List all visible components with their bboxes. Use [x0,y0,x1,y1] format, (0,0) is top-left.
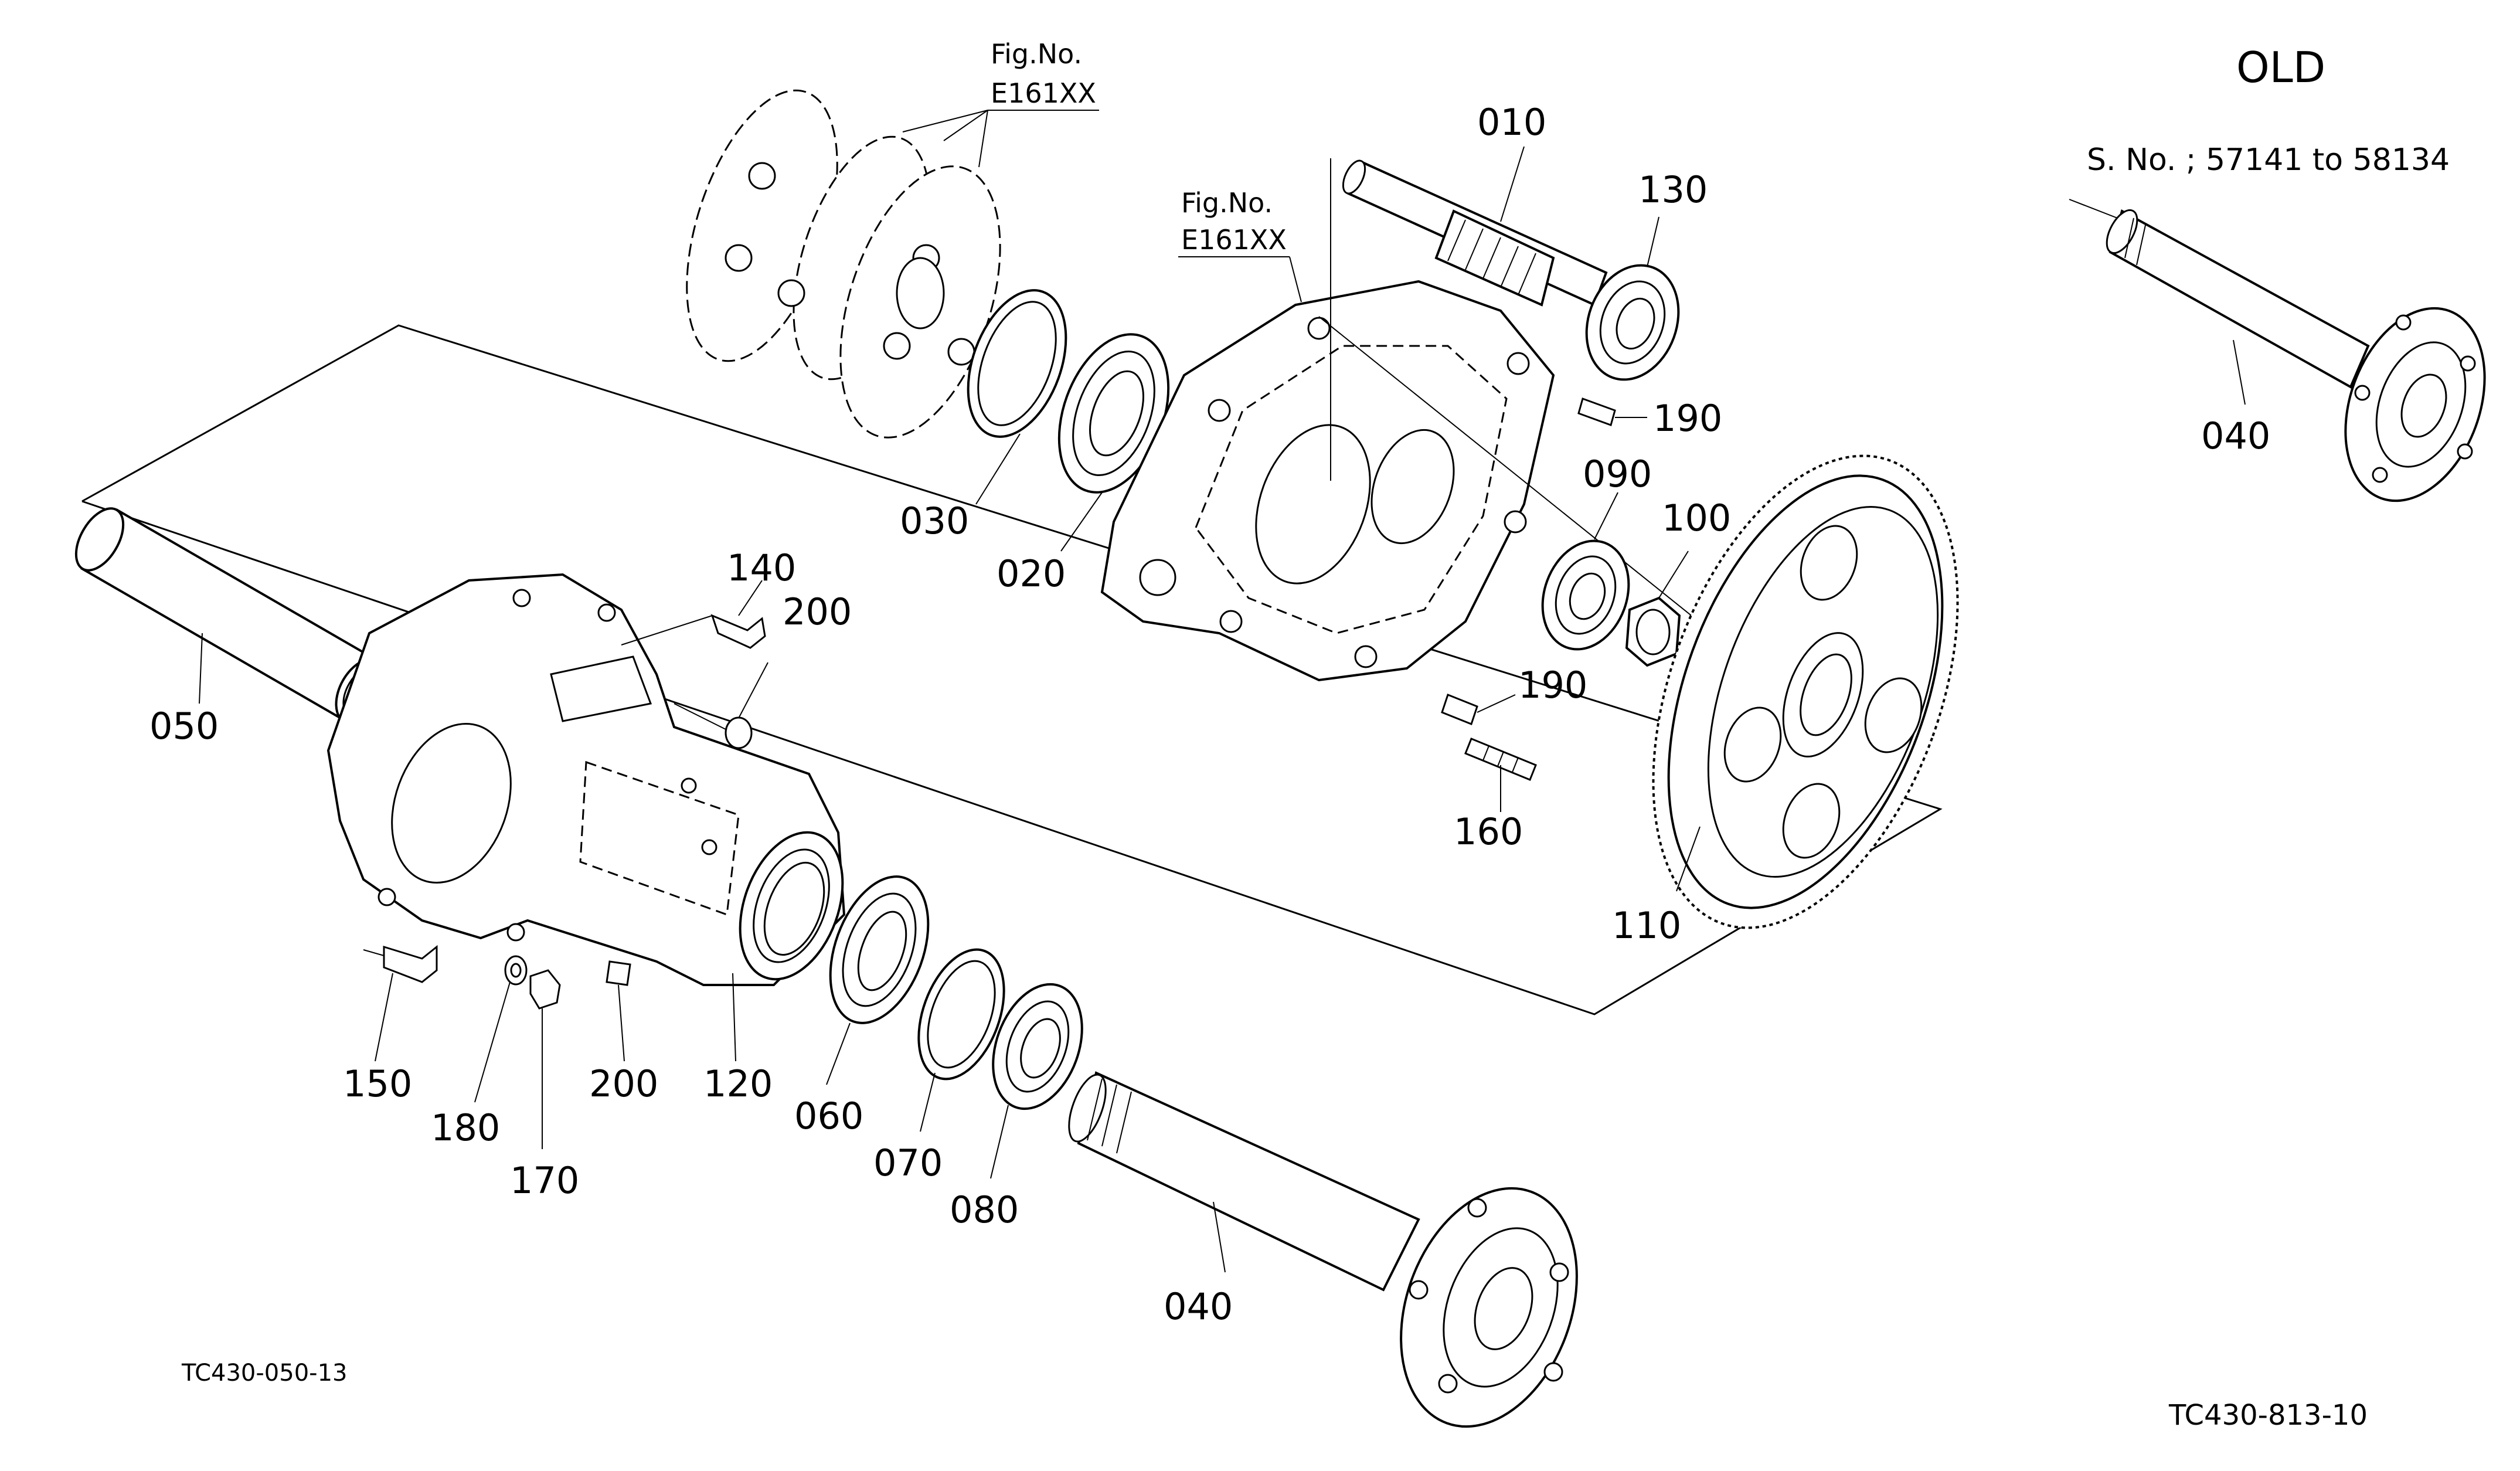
callout-040: 040 [1164,1285,1233,1328]
clutch-plates-reference [686,89,1001,439]
part-030-circlip [967,289,1067,505]
part-200-plug-top [674,662,768,749]
callout-050: 050 [149,705,219,748]
part-130-bearing [1585,216,1680,381]
part-090-bearing [1541,492,1630,651]
part-070-circlip [917,948,1005,1132]
transmission-case-reference [1100,158,1765,682]
part-120-axle-housing [327,573,846,1062]
part-020-bearing [1057,333,1170,552]
assembly-group-frame [81,324,1943,1015]
part-060-oil-seal [826,875,930,1085]
figure-ref-number: E161XX [991,77,1096,109]
callout-200-top: 200 [783,590,852,633]
callout-160: 160 [1454,810,1523,853]
serial-number-range: S. No. ; 57141 to 58134 [2087,142,2450,178]
callout-040-old: 040 [2201,415,2270,457]
part-160-stud-bolt [1464,738,1537,812]
figure-ref-label: Fig.No. [991,38,1082,70]
drawing-code: TC430-813-10 [2168,1399,2368,1432]
part-100-lock-nut [1625,551,1689,667]
callout-120: 120 [703,1062,773,1105]
callout-110: 110 [1612,904,1681,947]
callout-030: 030 [900,500,969,542]
figure-reference-clutch: Fig.No. E161XX [902,38,1099,168]
callout-200-bottom: 200 [589,1062,658,1105]
callout-170: 170 [510,1159,579,1202]
callout-070: 070 [873,1142,943,1184]
part-080-bearing [990,983,1083,1179]
callout-190-bottom: 190 [1518,664,1587,706]
callout-140: 140 [727,546,796,589]
part-150-bolt [363,945,438,1062]
part-200-plug-bottom [606,960,631,1062]
callout-020: 020 [997,552,1066,595]
part-040-axle [1068,1071,1578,1428]
callout-060: 060 [794,1095,863,1137]
callout-150: 150 [343,1062,412,1105]
callout-080: 080 [950,1188,1019,1231]
part-140-bolt [621,580,766,649]
part-170-nut [529,969,561,1149]
part-190-dowel-pin-bottom [1441,694,1516,725]
figure-ref-number: E161XX [1181,224,1287,256]
part-110-bevel-gear [1652,454,1959,929]
callout-100: 100 [1662,497,1731,539]
callout-190-top: 190 [1653,397,1722,440]
part-190-dowel-pin-top [1577,398,1647,426]
part-040-axle-old [2069,199,2486,502]
callout-010: 010 [1477,101,1546,144]
figure-reference-case: Fig.No. E161XX [1178,187,1302,303]
callout-130: 130 [1638,168,1708,211]
sub-drawing-code: TC430-050-13 [181,1360,347,1387]
old-version-label: OLD [2236,43,2325,92]
figure-ref-label: Fig.No. [1181,187,1273,219]
part-180-washer [474,955,528,1103]
part-010-pinion-shaft [1342,146,1608,307]
callout-180: 180 [431,1106,500,1149]
callout-090: 090 [1583,453,1652,495]
